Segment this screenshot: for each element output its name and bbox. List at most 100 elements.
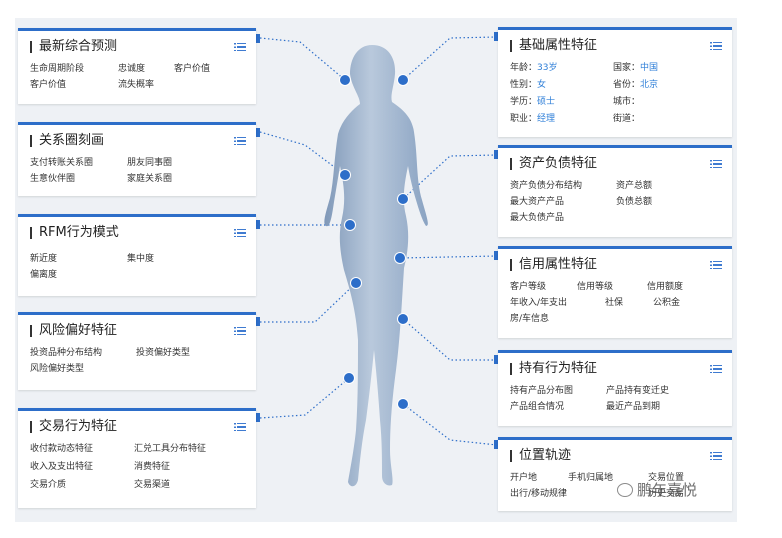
feature-item: 信用等级 xyxy=(577,282,614,292)
list-icon[interactable] xyxy=(234,228,246,238)
card-credit-attributes: 信用属性特征 客户等级 信用等级 信用额度 年收入/年支出 社保 公积金 房/车… xyxy=(498,246,732,338)
attribute-province: 省份：北京 xyxy=(613,80,659,90)
anchor-dot xyxy=(398,194,408,204)
list-icon[interactable] xyxy=(710,159,722,169)
feature-item: 最近产品到期 xyxy=(606,402,661,412)
feature-item: 开户地 xyxy=(510,473,538,483)
feature-item: 家庭关系圈 xyxy=(127,174,173,184)
feature-item: 交易介质 xyxy=(30,480,67,490)
card-title: 最新综合预测 xyxy=(30,38,117,56)
attribute-street: 街道： xyxy=(613,114,641,124)
feature-item: 投资偏好类型 xyxy=(136,348,191,358)
anchor-dot xyxy=(340,75,350,85)
feature-item: 最大资产产品 xyxy=(510,197,565,207)
feature-item: 支付转账关系圈 xyxy=(30,158,94,168)
wechat-icon xyxy=(617,482,633,497)
list-icon[interactable] xyxy=(234,136,246,146)
feature-item: 交易位置 xyxy=(648,473,685,483)
card-rfm-behavior: RFM行为模式 新近度 集中度 偏离度 xyxy=(18,214,256,296)
card-asset-liability: 资产负债特征 资产负债分布结构 资产总额 最大资产产品 负债总额 最大负债产品 xyxy=(498,145,732,237)
feature-item: 历史交易 xyxy=(648,489,685,499)
feature-item: 社保 xyxy=(605,298,624,308)
card-title: 持有行为特征 xyxy=(510,360,597,378)
feature-item: 消费特征 xyxy=(134,462,171,472)
attribute-age: 年龄：33岁 xyxy=(510,63,558,73)
anchor-dot xyxy=(351,278,361,288)
feature-item: 出行/移动规律 xyxy=(510,489,568,499)
feature-item: 持有产品分布图 xyxy=(510,386,574,396)
card-tab xyxy=(494,440,498,449)
anchor-dot xyxy=(345,220,355,230)
card-tab xyxy=(256,413,260,422)
feature-item: 年收入/年支出 xyxy=(510,298,568,308)
card-title: 关系圈刻画 xyxy=(30,132,104,150)
card-tab xyxy=(494,251,498,260)
feature-item: 朋友同事圈 xyxy=(127,158,173,168)
card-tab xyxy=(494,355,498,364)
feature-item: 最大负债产品 xyxy=(510,213,565,223)
anchor-dot xyxy=(340,170,350,180)
feature-item: 手机归属地 xyxy=(568,473,614,483)
anchor-dot xyxy=(398,314,408,324)
list-icon[interactable] xyxy=(710,451,722,461)
card-tab xyxy=(256,317,260,326)
feature-item: 产品持有变迁史 xyxy=(606,386,670,396)
card-title: 信用属性特征 xyxy=(510,256,597,274)
card-tab xyxy=(256,128,260,137)
list-icon[interactable] xyxy=(710,364,722,374)
card-title: 交易行为特征 xyxy=(30,418,117,436)
card-title: 基础属性特征 xyxy=(510,37,597,55)
feature-item: 投资品种分布结构 xyxy=(30,348,103,358)
card-tab xyxy=(494,32,498,41)
watermark-text: 鹏年嘉悦 xyxy=(637,481,698,499)
card-tab xyxy=(256,220,260,229)
list-icon[interactable] xyxy=(234,42,246,52)
attribute-education: 学历：硕士 xyxy=(510,97,556,107)
watermark: 鹏年嘉悦 xyxy=(617,479,697,500)
feature-item: 风险偏好类型 xyxy=(30,364,85,374)
feature-item: 收付款动态特征 xyxy=(30,444,94,454)
feature-item: 交易渠道 xyxy=(134,480,171,490)
card-transaction-behavior: 交易行为特征 收付款动态特征 汇兑工具分布特征 收入及支出特征 消费特征 交易介… xyxy=(18,408,256,508)
card-location-trajectory: 位置轨迹 开户地 手机归属地 交易位置 出行/移动规律 历史交易 xyxy=(498,437,732,511)
list-icon[interactable] xyxy=(710,260,722,270)
card-title: 风险偏好特征 xyxy=(30,322,117,340)
list-icon[interactable] xyxy=(710,41,722,51)
card-title: RFM行为模式 xyxy=(30,224,119,242)
feature-item: 生意伙伴圈 xyxy=(30,174,76,184)
card-title: 资产负债特征 xyxy=(510,155,597,173)
feature-item: 忠诚度 xyxy=(118,64,146,74)
list-icon[interactable] xyxy=(234,422,246,432)
card-holding-behavior: 持有行为特征 持有产品分布图 产品持有变迁史 产品组合情况 最近产品到期 xyxy=(498,350,732,426)
feature-item: 产品组合情况 xyxy=(510,402,565,412)
feature-item: 收入及支出特征 xyxy=(30,462,94,472)
anchor-dot xyxy=(395,253,405,263)
feature-item: 新近度 xyxy=(30,254,58,264)
attribute-gender: 性别：女 xyxy=(510,80,547,90)
feature-item: 集中度 xyxy=(127,254,155,264)
feature-item: 房/车信息 xyxy=(510,314,550,324)
woman-silhouette xyxy=(324,45,428,487)
feature-item: 公积金 xyxy=(653,298,681,308)
feature-item: 流失概率 xyxy=(118,80,155,90)
anchor-dot xyxy=(398,75,408,85)
card-tab xyxy=(256,34,260,43)
attribute-city: 城市： xyxy=(613,97,641,107)
card-tab xyxy=(494,150,498,159)
feature-item: 客户价值 xyxy=(30,80,67,90)
card-latest-forecast: 最新综合预测 生命周期阶段 忠诚度 客户价值 客户价值 流失概率 xyxy=(18,28,256,104)
feature-item: 负债总额 xyxy=(616,197,653,207)
attribute-country: 国家：中国 xyxy=(613,63,659,73)
card-basic-attributes: 基础属性特征 年龄：33岁 国家：中国 性别：女 省份：北京 学历：硕士 城市：… xyxy=(498,27,732,137)
feature-item: 资产负债分布结构 xyxy=(510,181,583,191)
attribute-occupation: 职业：经理 xyxy=(510,114,556,124)
feature-item: 客户等级 xyxy=(510,282,547,292)
feature-item: 客户价值 xyxy=(174,64,211,74)
list-icon[interactable] xyxy=(234,326,246,336)
anchor-dot xyxy=(398,399,408,409)
feature-item: 偏离度 xyxy=(30,270,58,280)
card-relationship-circle: 关系圈刻画 支付转账关系圈 朋友同事圈 生意伙伴圈 家庭关系圈 xyxy=(18,122,256,196)
card-title: 位置轨迹 xyxy=(510,447,571,465)
card-risk-preference: 风险偏好特征 投资品种分布结构 投资偏好类型 风险偏好类型 xyxy=(18,312,256,390)
feature-item: 信用额度 xyxy=(647,282,684,292)
